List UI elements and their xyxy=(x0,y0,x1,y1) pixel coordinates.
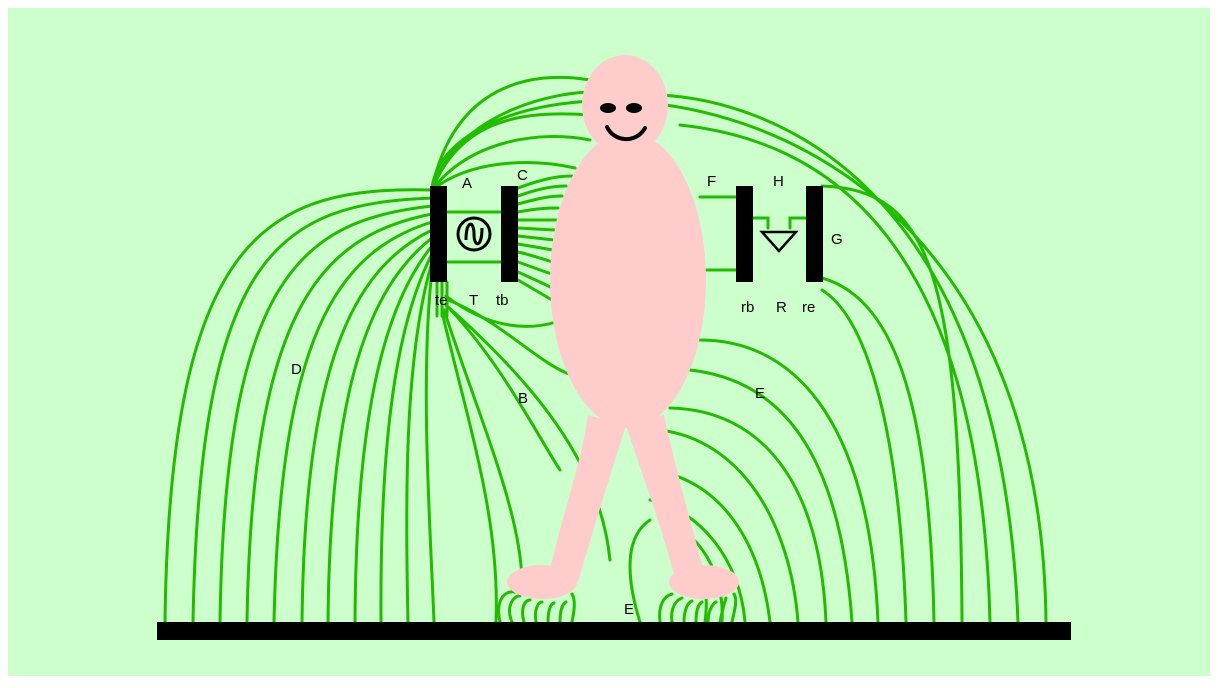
field-line-e xyxy=(688,368,854,624)
field-line-c xyxy=(516,234,556,242)
label-e-bottom: E xyxy=(624,601,634,618)
label-re: re xyxy=(802,299,815,316)
field-line-d xyxy=(163,188,434,624)
ground-plate xyxy=(157,622,1071,640)
field-line-d xyxy=(191,196,434,624)
transmitter-electrode-te xyxy=(430,186,447,282)
receiver-electrode-re xyxy=(806,186,823,282)
transmitter-electrode-tb xyxy=(501,186,518,282)
field-line-d xyxy=(300,228,434,624)
field-line-d xyxy=(405,260,434,624)
field-line-a xyxy=(430,112,592,192)
label-c: C xyxy=(517,167,528,184)
field-line-e xyxy=(668,406,828,624)
head xyxy=(582,55,668,155)
field-line-a xyxy=(430,75,592,190)
field-line-top-arc xyxy=(430,90,602,190)
field-line-h xyxy=(788,216,810,230)
field-line-g xyxy=(820,184,964,624)
left-foot xyxy=(507,565,577,599)
field-line-b xyxy=(440,310,498,624)
smile xyxy=(605,125,647,142)
field-line-d xyxy=(326,236,434,624)
field-line-e xyxy=(628,518,652,624)
ac-source-icon xyxy=(456,216,492,252)
field-line-a xyxy=(430,161,577,192)
label-g: G xyxy=(831,231,843,248)
label-rb: rb xyxy=(741,299,754,316)
field-line-a xyxy=(430,135,592,192)
right-foot xyxy=(669,565,739,599)
label-tb: tb xyxy=(496,292,509,309)
field-line-c xyxy=(516,206,560,214)
ground-triangle-icon xyxy=(759,230,799,253)
torso xyxy=(550,132,706,428)
field-line-d xyxy=(272,220,434,624)
receiver-electrode-rb xyxy=(736,186,753,282)
field-line-e xyxy=(658,428,800,624)
field-line-c xyxy=(516,242,555,252)
field-line-h xyxy=(750,216,770,230)
left-leg xyxy=(548,415,626,582)
field-line-d xyxy=(379,252,434,624)
right-leg xyxy=(626,415,706,582)
label-a: A xyxy=(462,175,472,192)
label-e-right: E xyxy=(755,385,765,402)
label-d: D xyxy=(291,361,302,378)
field-line-c xyxy=(516,184,568,198)
left-eye xyxy=(600,103,616,113)
label-t: T xyxy=(469,292,478,309)
right-eye xyxy=(626,103,642,113)
field-line-b xyxy=(444,303,612,562)
field-line-g xyxy=(820,288,908,624)
field-line-b xyxy=(442,308,524,582)
label-h: H xyxy=(773,173,784,190)
field-line-b xyxy=(444,303,562,472)
electric-field-lines xyxy=(163,75,1048,624)
field-line-c xyxy=(516,174,574,190)
label-f: F xyxy=(707,173,716,190)
field-line-c xyxy=(516,278,554,302)
label-te: te xyxy=(435,292,448,309)
field-line-d xyxy=(424,268,436,624)
field-line-c xyxy=(516,194,564,206)
field-line-d xyxy=(218,204,434,624)
label-b: B xyxy=(518,390,528,407)
field-line-d xyxy=(353,244,434,624)
field-line-g xyxy=(820,276,936,624)
field-line-d xyxy=(245,212,434,624)
label-r: R xyxy=(776,299,787,316)
field-line-c xyxy=(516,226,557,232)
human-body xyxy=(507,55,739,599)
field-line-e xyxy=(698,338,880,624)
